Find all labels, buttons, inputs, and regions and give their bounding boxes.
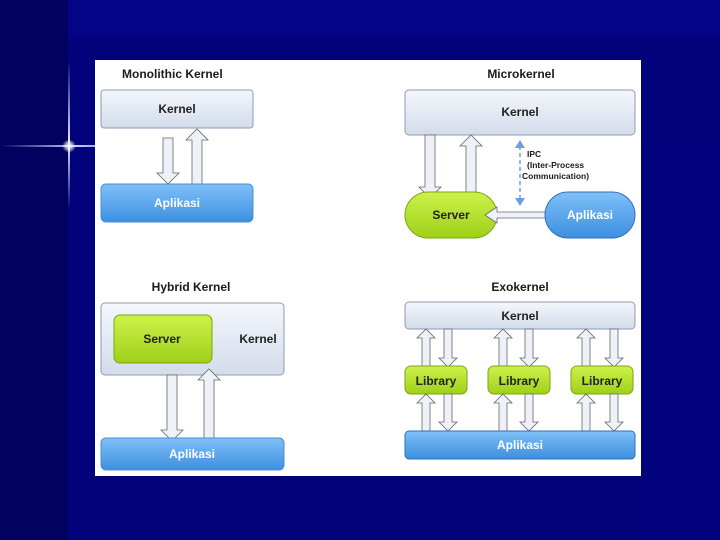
exokernel-library-2-box (487, 365, 551, 395)
microkernel-app-box (544, 191, 636, 239)
microkernel-up-arrow-icon (459, 134, 483, 195)
kernel-architecture-diagram: Monolithic Kernel Kernel Aplikasi Microk… (100, 67, 636, 471)
hybrid-title: Hybrid Kernel (152, 280, 231, 294)
exokernel-down-arrow-1-icon (438, 328, 458, 368)
exokernel-down-arrow-2-icon (519, 328, 539, 368)
hybrid-app-box (100, 437, 285, 471)
microkernel-app-label: Aplikasi (567, 208, 613, 222)
exokernel-down-arrow-5-icon (519, 393, 539, 432)
monolithic-title: Monolithic Kernel (122, 67, 223, 81)
hybrid-kernel-label: Kernel (239, 332, 276, 346)
sparkle-horizontal (0, 145, 170, 147)
exokernel-up-arrow-3-icon (576, 328, 596, 367)
sparkle-icon (62, 140, 76, 152)
monolithic-down-arrow-icon (156, 137, 180, 185)
monolithic-app-box (100, 183, 254, 223)
ipc-label-line3: Communication) (522, 171, 589, 181)
monolithic-kernel-box (100, 89, 254, 129)
hybrid-down-arrow-icon (160, 374, 184, 442)
exokernel-up-arrow-6-icon (576, 393, 596, 432)
exokernel-library-1-label: Library (416, 374, 457, 388)
microkernel-server-label: Server (432, 208, 470, 222)
exokernel-app-box (404, 430, 636, 460)
diagram-panel: Monolithic Kernel Kernel Aplikasi Microk… (95, 60, 641, 476)
exokernel-down-arrow-4-icon (438, 393, 458, 432)
exokernel-down-arrow-6-icon (604, 393, 624, 432)
exokernel-title: Exokernel (491, 280, 548, 294)
ipc-label-line1: IPC (527, 149, 541, 159)
hybrid-app-label: Aplikasi (169, 447, 215, 461)
ipc-arrow-bottom-icon (515, 198, 525, 206)
microkernel-section: Microkernel Kernel IPC (Inter-Process Co… (404, 67, 636, 239)
hybrid-server-label: Server (143, 332, 181, 346)
exokernel-library-3-label: Library (582, 374, 623, 388)
ipc-label-line2: (Inter-Process (527, 160, 584, 170)
background-top-band (68, 0, 720, 38)
hybrid-up-arrow-icon (197, 368, 221, 439)
exokernel-library-2-label: Library (499, 374, 540, 388)
exokernel-app-label: Aplikasi (497, 438, 543, 452)
microkernel-title: Microkernel (487, 67, 554, 81)
exokernel-up-arrow-4-icon (416, 393, 436, 432)
exokernel-library-1-box (404, 365, 468, 395)
exokernel-down-arrow-3-icon (604, 328, 624, 368)
exokernel-up-arrow-1-icon (416, 328, 436, 367)
exokernel-up-arrow-5-icon (493, 393, 513, 432)
exokernel-up-arrow-2-icon (493, 328, 513, 367)
hybrid-section: Hybrid Kernel Server Kernel Aplikasi (100, 280, 285, 471)
monolithic-kernel-label: Kernel (158, 102, 195, 116)
microkernel-kernel-label: Kernel (501, 105, 538, 119)
monolithic-section: Monolithic Kernel Kernel Aplikasi (100, 67, 254, 223)
background-left-band (0, 0, 68, 540)
hybrid-server-box (113, 314, 213, 364)
exokernel-kernel-label: Kernel (501, 309, 538, 323)
sparkle-vertical (68, 60, 70, 210)
microkernel-down-arrow-icon (418, 134, 442, 199)
exokernel-section: Exokernel Kernel Library Library Library… (404, 280, 636, 460)
monolithic-up-arrow-icon (185, 128, 209, 185)
monolithic-app-label: Aplikasi (154, 196, 200, 210)
microkernel-kernel-box (404, 89, 636, 136)
ipc-arrow-top-icon (515, 140, 525, 148)
exokernel-kernel-box (404, 301, 636, 330)
exokernel-library-3-box (570, 365, 634, 395)
background-right-band (640, 145, 720, 540)
